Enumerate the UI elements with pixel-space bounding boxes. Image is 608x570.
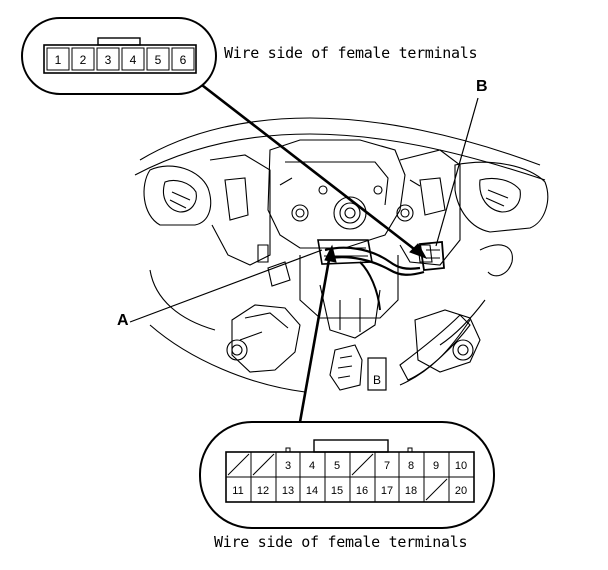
leader-6pin-arrowhead <box>409 243 428 259</box>
pin-label: 17 <box>381 485 393 497</box>
connector-20pin-outline <box>199 421 495 529</box>
connector-20pin-bottom-row-labels: 11 12 13 14 15 16 17 18 20 <box>232 485 467 497</box>
pin-label: 4 <box>309 460 315 472</box>
pin-label: 7 <box>384 460 390 472</box>
leader-20pin <box>298 253 332 423</box>
pin-label: 9 <box>433 460 439 472</box>
pin-label: 20 <box>455 485 467 497</box>
connector-6pin-caption: Wire side of female terminals <box>224 44 478 62</box>
connector-20pin-lock-tab <box>313 439 389 453</box>
pin-label: 3 <box>285 460 291 472</box>
pin-label: 14 <box>306 485 318 497</box>
pin-label: 16 <box>356 485 368 497</box>
pin-label: 18 <box>405 485 417 497</box>
pin-label: 13 <box>282 485 294 497</box>
pin-label: 5 <box>155 53 162 67</box>
pin-label: 11 <box>232 485 243 497</box>
connector-6pin-lock-tab <box>97 37 141 46</box>
leader-6pin <box>197 80 419 254</box>
pin-label: 1 <box>55 53 62 67</box>
steering-wheel-art <box>134 117 549 393</box>
leader-b <box>435 97 479 247</box>
pin-label: 10 <box>455 460 467 472</box>
leader-20pin-arrowhead <box>324 244 337 263</box>
connector-20pin: 3 4 5 7 8 9 10 11 12 13 14 15 16 17 18 2… <box>199 421 495 529</box>
pin-label: 5 <box>334 460 340 472</box>
pin-label: 2 <box>80 53 87 67</box>
connector-20pin-top-row-labels: 3 4 5 7 8 9 10 <box>285 460 467 472</box>
connector-20pin-caption: Wire side of female terminals <box>214 533 468 551</box>
leader-lines <box>129 80 479 423</box>
connector-20pin-empty-cavities <box>227 453 448 501</box>
connector-20pin-grid <box>226 452 474 502</box>
pin-label: 15 <box>331 485 343 497</box>
pin-label: 3 <box>105 53 112 67</box>
connector-6pin-pin-labels: 1 2 3 4 5 6 <box>55 53 187 67</box>
pin-label: 8 <box>408 460 414 472</box>
connector-6pin: 1 2 3 4 5 6 <box>21 17 217 95</box>
pin-label: 12 <box>257 485 269 497</box>
leader-a <box>129 249 323 323</box>
harness-tag-label: B <box>373 373 381 387</box>
callout-b: B <box>476 78 488 95</box>
callout-a: A <box>117 312 129 329</box>
connector-6pin-cells <box>46 47 195 71</box>
harness-tag: B <box>367 357 387 391</box>
pin-label: 6 <box>180 53 187 67</box>
pin-label: 4 <box>130 53 137 67</box>
